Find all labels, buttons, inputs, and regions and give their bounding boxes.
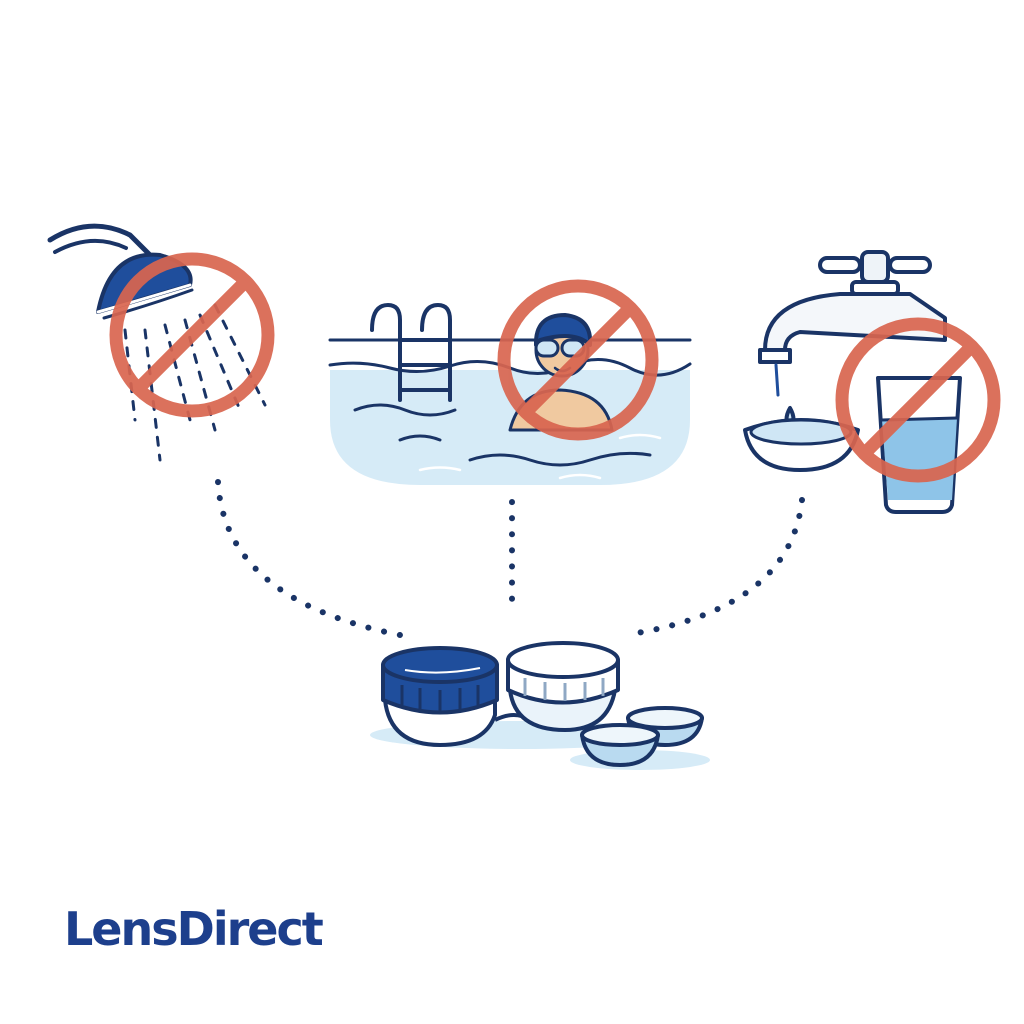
contact-lens-case-icon bbox=[370, 641, 710, 770]
prohibition-sign-pool bbox=[497, 279, 659, 441]
prohibition-sign-shower bbox=[109, 252, 275, 418]
prohibition-sign-tap-water bbox=[835, 317, 1001, 483]
pool-ladder-icon bbox=[370, 303, 452, 402]
contact-lens-icon bbox=[580, 706, 704, 767]
lensdirect-logo: LensDirect bbox=[64, 902, 324, 956]
dotted-connectors bbox=[215, 479, 805, 638]
